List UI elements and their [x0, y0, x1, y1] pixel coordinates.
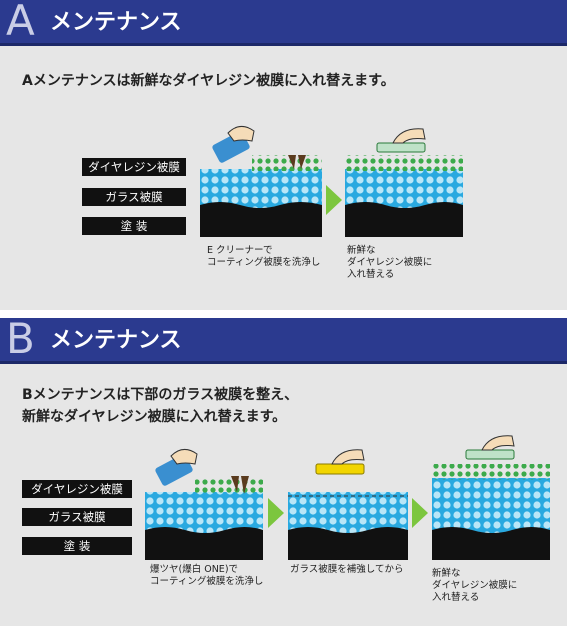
- cleaning-sponge: [212, 126, 255, 163]
- caption-a-2: 新鮮な ダイヤレジン被膜に 入れ替える: [347, 245, 432, 281]
- label-paint: 塗 装: [22, 537, 132, 555]
- resin-layer: [345, 155, 463, 171]
- label-diamond-resin: ダイヤレジン被膜: [22, 480, 132, 498]
- label-glass: ガラス被膜: [82, 188, 186, 206]
- caption-b-2: ガラス被膜を補強してから: [290, 564, 404, 576]
- section-b-letter: B: [6, 314, 35, 363]
- diagram-a-clean: [200, 126, 322, 237]
- cleaning-sponge: [155, 449, 198, 486]
- caption-line: ガラス被膜を補強してから: [290, 564, 404, 575]
- diagram-a-replace: [345, 128, 463, 237]
- caption-line: コーティング被膜を洗浄し: [207, 257, 321, 268]
- caption-line: ダイヤレジン被膜に: [432, 580, 518, 591]
- arrow-right: [412, 498, 428, 528]
- resin-layer: [252, 155, 322, 171]
- caption-line: 爆ツヤ(爆白 ONE)で: [150, 564, 239, 575]
- section-a-description: Aメンテナンスは新鮮なダイヤレジン被膜に入れ替えます。: [22, 73, 395, 89]
- diagram-b-replace: [432, 435, 550, 560]
- resin-layer: [195, 478, 263, 494]
- paint-layer: [288, 527, 408, 560]
- caption-b-3: 新鮮な ダイヤレジン被膜に 入れ替える: [432, 568, 517, 604]
- section-a-letter: A: [6, 0, 35, 45]
- section-b-title: メンテナンス: [50, 328, 182, 353]
- applicator-pad: [465, 435, 515, 460]
- section-a-header: A メンテナンス: [0, 0, 567, 46]
- applicator-pad: [376, 128, 426, 153]
- dirt: [288, 155, 306, 169]
- dirt: [231, 476, 249, 494]
- diagram-b-clean: [145, 449, 263, 560]
- description-line: Bメンテナンスは下部のガラス被膜を整え、: [22, 387, 299, 403]
- caption-line: E クリーナーで: [207, 245, 273, 256]
- description-line: 新鮮なダイヤレジン被膜に入れ替えます。: [22, 409, 287, 425]
- paint-layer: [345, 202, 463, 237]
- paint-layer: [200, 202, 322, 237]
- label-diamond-resin: ダイヤレジン被膜: [82, 158, 186, 176]
- applicator-pad: [315, 449, 365, 475]
- caption-line: 新鮮な: [432, 568, 461, 579]
- section-b-header: B メンテナンス: [0, 314, 567, 364]
- section-b: B メンテナンス Bメンテナンスは下部のガラス被膜を整え、 新鮮なダイヤレジン被…: [0, 314, 567, 626]
- resin-layer: [432, 464, 550, 480]
- section-b-description: Bメンテナンスは下部のガラス被膜を整え、 新鮮なダイヤレジン被膜に入れ替えます。: [22, 384, 298, 428]
- caption-line: 入れ替える: [347, 269, 395, 280]
- paint-layer: [145, 527, 263, 560]
- arrow-right: [326, 185, 342, 215]
- header-stripe: [0, 361, 567, 364]
- caption-line: ダイヤレジン被膜に: [347, 257, 433, 268]
- section-a: A メンテナンス Aメンテナンスは新鮮なダイヤレジン被膜に入れ替えます。 ダイヤ…: [0, 0, 567, 310]
- arrow-right: [268, 498, 284, 528]
- section-a-title: メンテナンス: [50, 10, 182, 35]
- paint-layer: [432, 527, 550, 560]
- caption-line: コーティング被膜を洗浄し: [150, 576, 264, 587]
- label-glass: ガラス被膜: [22, 508, 132, 526]
- caption-line: 入れ替える: [432, 592, 480, 603]
- caption-line: 新鮮な: [347, 245, 376, 256]
- caption-a-1: E クリーナーで コーティング被膜を洗浄し: [207, 245, 320, 269]
- caption-b-1: 爆ツヤ(爆白 ONE)で コーティング被膜を洗浄し: [150, 564, 263, 588]
- label-paint: 塗 装: [82, 217, 186, 235]
- diagram-b-reinforce: [288, 449, 408, 560]
- header-stripe: [0, 43, 567, 46]
